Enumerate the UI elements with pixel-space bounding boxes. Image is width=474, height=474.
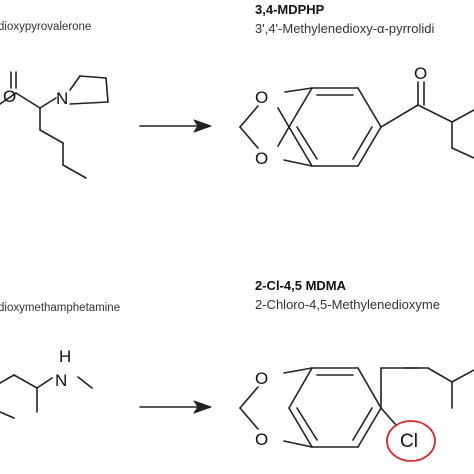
top-left-structure [0, 71, 109, 179]
atom-o-top-left: O [3, 87, 16, 106]
bottom-left-compound-name: dioxymethamphetamine [0, 302, 121, 314]
bottom-right-compound-title: 2-Cl-4,5 MDMA [255, 278, 347, 293]
bottom-right-structure [239, 367, 474, 448]
atom-n-bottom-left: N [55, 371, 67, 390]
atom-o-bottom-right-2: O [255, 430, 268, 449]
atom-n-top-left: N [56, 89, 68, 108]
top-right-compound-name: 3',4'-Methylenedioxy-α-pyrrolidi [255, 21, 435, 36]
atom-o-top-right-ketone: O [414, 64, 427, 83]
atom-cl-bottom-right: Cl [400, 431, 418, 452]
atom-o-top-right-2: O [255, 149, 268, 168]
chlorine-highlight-circle [386, 420, 436, 462]
atom-o-bottom-right-1: O [255, 369, 268, 388]
atom-h-bottom-left: H [59, 347, 71, 366]
atom-o-top-right-1: O [255, 88, 268, 107]
bottom-right-compound-name: 2-Chloro-4,5-Methylenedioxyme [255, 297, 440, 312]
top-right-compound-title: 3,4-MDPHP [255, 2, 325, 17]
bottom-reaction-arrow [139, 400, 212, 414]
bottom-left-structure [0, 374, 93, 419]
top-left-compound-name: dioxypyrovalerone [0, 21, 92, 33]
top-right-structure [239, 81, 474, 167]
top-reaction-arrow [139, 119, 212, 133]
